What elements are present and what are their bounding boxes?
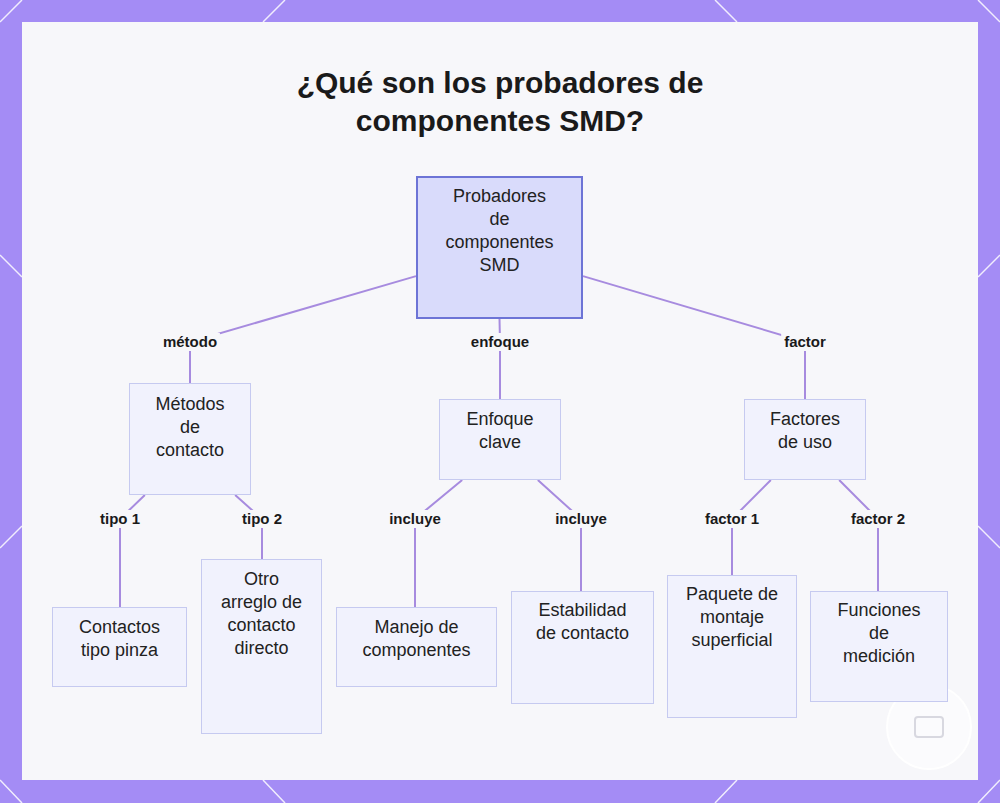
box-text: Métodos de contacto: [149, 393, 231, 462]
concept-box: Métodos de contacto: [129, 383, 251, 495]
edge-label: enfoque: [468, 333, 532, 351]
edge-label: tipo 1: [97, 510, 143, 528]
concept-box: Paquete de montaje superficial: [667, 575, 797, 718]
box-text: Contactos tipo pinza: [68, 616, 172, 662]
edge-label: factor 2: [848, 510, 908, 528]
edge-label: tipo 2: [239, 510, 285, 528]
concept-box: Otro arreglo de contacto directo: [201, 559, 322, 734]
connector-line: [190, 276, 416, 383]
edge-label: incluye: [552, 510, 610, 528]
concept-box: Funciones de medición: [810, 591, 948, 702]
inner-panel: [22, 22, 978, 780]
box-text: Manejo de componentes: [357, 616, 477, 662]
diagram-title: ¿Qué son los probadores de componentes S…: [250, 64, 750, 140]
connector-line: [583, 276, 805, 399]
box-text: Enfoque clave: [459, 408, 541, 454]
edge-label: método: [160, 333, 220, 351]
concept-box: Factores de uso: [744, 399, 866, 480]
connector-line: [499, 319, 502, 399]
box-text: Probadores de componentes SMD: [444, 185, 556, 277]
box-text: Paquete de montaje superficial: [684, 583, 780, 652]
edge-label: factor: [781, 333, 829, 351]
box-text: Estabilidad de contacto: [534, 599, 632, 645]
box-text: Otro arreglo de contacto directo: [217, 568, 307, 660]
concept-box: Estabilidad de contacto: [511, 591, 654, 704]
concept-box: Enfoque clave: [439, 399, 561, 480]
connector-line: [415, 480, 462, 607]
connector-line: [538, 480, 581, 591]
box-text: Funciones de medición: [833, 599, 925, 668]
concept-box: Manejo de componentes: [336, 607, 497, 687]
box-text: Factores de uso: [764, 408, 846, 454]
edge-label: factor 1: [702, 510, 762, 528]
concept-box: Contactos tipo pinza: [52, 607, 187, 687]
root-box: Probadores de componentes SMD: [416, 176, 583, 319]
logo-icon: [915, 717, 943, 737]
edge-label: incluye: [386, 510, 444, 528]
connector-line: [839, 480, 878, 591]
